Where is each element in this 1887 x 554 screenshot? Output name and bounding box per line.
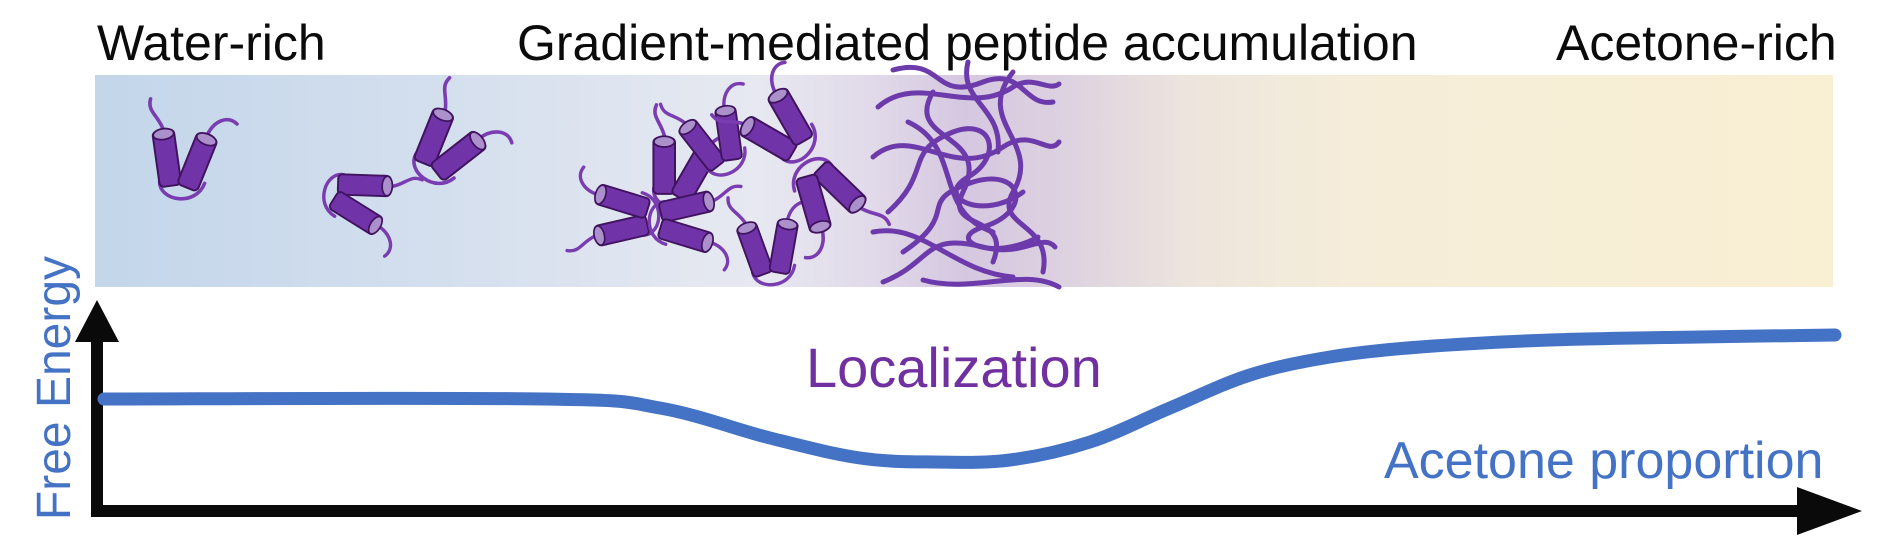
- peptide-hairpin: [558, 159, 663, 253]
- localization-label: Localization: [806, 336, 1102, 399]
- peptide-cluster: [558, 44, 892, 293]
- label-water-rich: Water-rich: [97, 15, 326, 71]
- y-axis-label: Free Energy: [28, 255, 81, 521]
- x-axis: [91, 487, 1862, 535]
- y-axis: [75, 300, 119, 516]
- peptide-hairpin: [313, 161, 425, 262]
- free-energy-curve: [97, 328, 1842, 469]
- peptide-hairpin: [397, 75, 527, 210]
- label-acetone-rich: Acetone-rich: [1556, 15, 1837, 71]
- x-axis-arrowhead: [1797, 487, 1862, 535]
- y-axis-arrowhead: [75, 300, 119, 342]
- peptide-hairpin: [645, 184, 750, 278]
- x-axis-label: Acetone proportion: [1384, 432, 1824, 490]
- peptide-hairpin: [148, 96, 239, 201]
- peptide-aggregate-tangle: [870, 59, 1062, 290]
